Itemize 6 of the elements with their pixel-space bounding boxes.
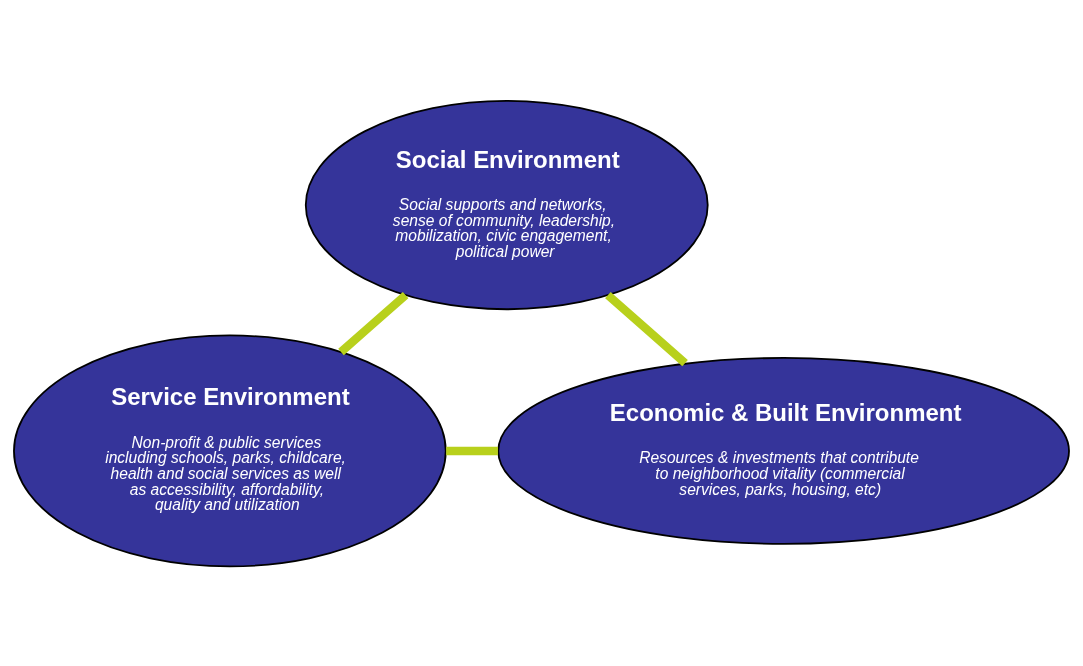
- connector: [338, 291, 409, 355]
- node-ellipse: Social Environment Social supports and networks, sense of community, leadership, mobilization, civic engagement, political power: [304, 99, 709, 310]
- node-ellipse: Economic & Built Environment Resources & investments that contribute to neighborhood vitality (commercial services, parks, housing, etc): [497, 356, 1070, 545]
- connector: [605, 291, 688, 366]
- connector: [446, 446, 498, 455]
- node-ellipse: Service Environment Non-profit & public services including schools, parks, childcare, health and social services as well as accessibility, affordability, quality and utilization: [13, 334, 447, 567]
